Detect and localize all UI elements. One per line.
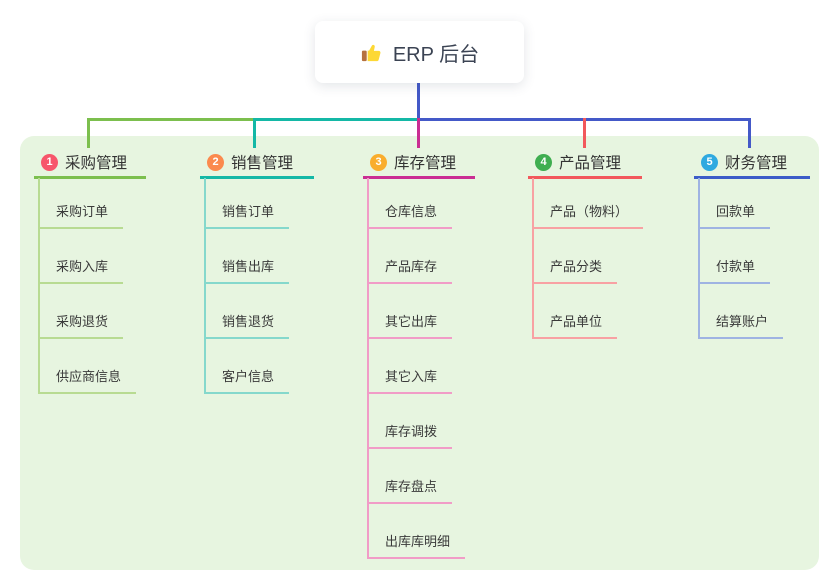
child-node[interactable]: 销售退货: [204, 284, 290, 339]
child-node-label: 其它入库: [385, 369, 438, 384]
branch-3-children: 仓库信息 产品库存 其它出库 其它入库 库存调拨 库存盘点 出库库明细: [367, 174, 466, 559]
branch-3-child-trunk-line: [367, 178, 369, 559]
child-node-label: 产品（物料）: [550, 204, 629, 219]
branch-number-badge: 1: [41, 153, 58, 171]
branch-title-label: 库存管理: [394, 155, 457, 172]
branch-node-sales[interactable]: 2 销售管理: [200, 148, 314, 179]
branch-2-connector: [253, 118, 256, 148]
branch-number-badge: 5: [701, 153, 718, 171]
child-node[interactable]: 其它入库: [367, 339, 453, 394]
branch-4-child-trunk-line: [532, 178, 534, 339]
child-node-label: 产品库存: [385, 259, 438, 274]
child-node[interactable]: 仓库信息: [367, 174, 453, 229]
child-node-label: 出库库明细: [385, 534, 451, 549]
branch-5-connector: [748, 118, 751, 148]
branch-node-product[interactable]: 4 产品管理: [528, 148, 642, 179]
root-connector-line: [417, 83, 420, 118]
child-node[interactable]: 库存调拨: [367, 394, 453, 449]
bus-line-green: [87, 118, 255, 121]
branch-number-badge: 2: [207, 153, 224, 171]
child-node-label: 供应商信息: [56, 369, 122, 384]
branch-1-child-trunk-line: [38, 178, 40, 394]
child-node[interactable]: 回款单: [698, 174, 771, 229]
child-node-label: 库存调拨: [385, 424, 438, 439]
child-node-label: 销售订单: [222, 204, 275, 219]
child-node[interactable]: 结算账户: [698, 284, 784, 339]
child-node[interactable]: 采购订单: [38, 174, 124, 229]
child-node-label: 客户信息: [222, 369, 275, 384]
thumbs-up-icon: [361, 44, 381, 61]
child-node-label: 其它出库: [385, 314, 438, 329]
child-node[interactable]: 供应商信息: [38, 339, 137, 394]
child-node-label: 采购入库: [56, 259, 109, 274]
branch-node-finance[interactable]: 5 财务管理: [694, 148, 810, 179]
mindmap-background-panel: [20, 136, 819, 570]
child-node[interactable]: 出库库明细: [367, 504, 466, 559]
branch-title-label: 销售管理: [231, 155, 294, 172]
branch-1-connector: [87, 118, 90, 148]
branch-2-child-trunk-line: [204, 178, 206, 394]
child-node[interactable]: 付款单: [698, 229, 771, 284]
child-node-label: 销售退货: [222, 314, 275, 329]
branch-1-children: 采购订单 采购入库 采购退货 供应商信息: [38, 174, 137, 394]
child-node[interactable]: 库存盘点: [367, 449, 453, 504]
branch-5-children: 回款单 付款单 结算账户: [698, 174, 784, 339]
child-node-label: 库存盘点: [385, 479, 438, 494]
child-node[interactable]: 销售订单: [204, 174, 290, 229]
child-node[interactable]: 产品分类: [532, 229, 618, 284]
branch-number-badge: 4: [535, 153, 552, 171]
root-node-erp[interactable]: ERP 后台: [315, 21, 524, 83]
child-node-label: 付款单: [716, 259, 756, 274]
child-node[interactable]: 产品（物料）: [532, 174, 644, 229]
child-node-label: 产品分类: [550, 259, 603, 274]
child-node[interactable]: 采购入库: [38, 229, 124, 284]
branch-title-label: 产品管理: [559, 155, 622, 172]
child-node[interactable]: 产品单位: [532, 284, 618, 339]
child-node[interactable]: 销售出库: [204, 229, 290, 284]
child-node[interactable]: 客户信息: [204, 339, 290, 394]
branch-2-children: 销售订单 销售出库 销售退货 客户信息: [204, 174, 290, 394]
child-node[interactable]: 产品库存: [367, 229, 453, 284]
branch-title-label: 采购管理: [65, 155, 128, 172]
child-node[interactable]: 采购退货: [38, 284, 124, 339]
child-node-label: 采购订单: [56, 204, 109, 219]
child-node-label: 销售出库: [222, 259, 275, 274]
child-node-label: 结算账户: [716, 314, 769, 329]
branch-title-label: 财务管理: [725, 155, 788, 172]
child-node-label: 产品单位: [550, 314, 603, 329]
bus-line-teal: [255, 118, 419, 121]
branch-node-inventory[interactable]: 3 库存管理: [363, 148, 475, 179]
branch-5-child-trunk-line: [698, 178, 700, 339]
branch-number-badge: 3: [370, 153, 387, 171]
child-node-label: 回款单: [716, 204, 756, 219]
child-node[interactable]: 其它出库: [367, 284, 453, 339]
branch-3-connector: [417, 118, 420, 148]
branch-4-connector: [583, 118, 586, 148]
branch-node-purchase[interactable]: 1 采购管理: [34, 148, 146, 179]
root-node-label: ERP 后台: [392, 43, 480, 66]
child-node-label: 采购退货: [56, 314, 109, 329]
branch-4-children: 产品（物料） 产品分类 产品单位: [532, 174, 644, 339]
child-node-label: 仓库信息: [385, 204, 438, 219]
